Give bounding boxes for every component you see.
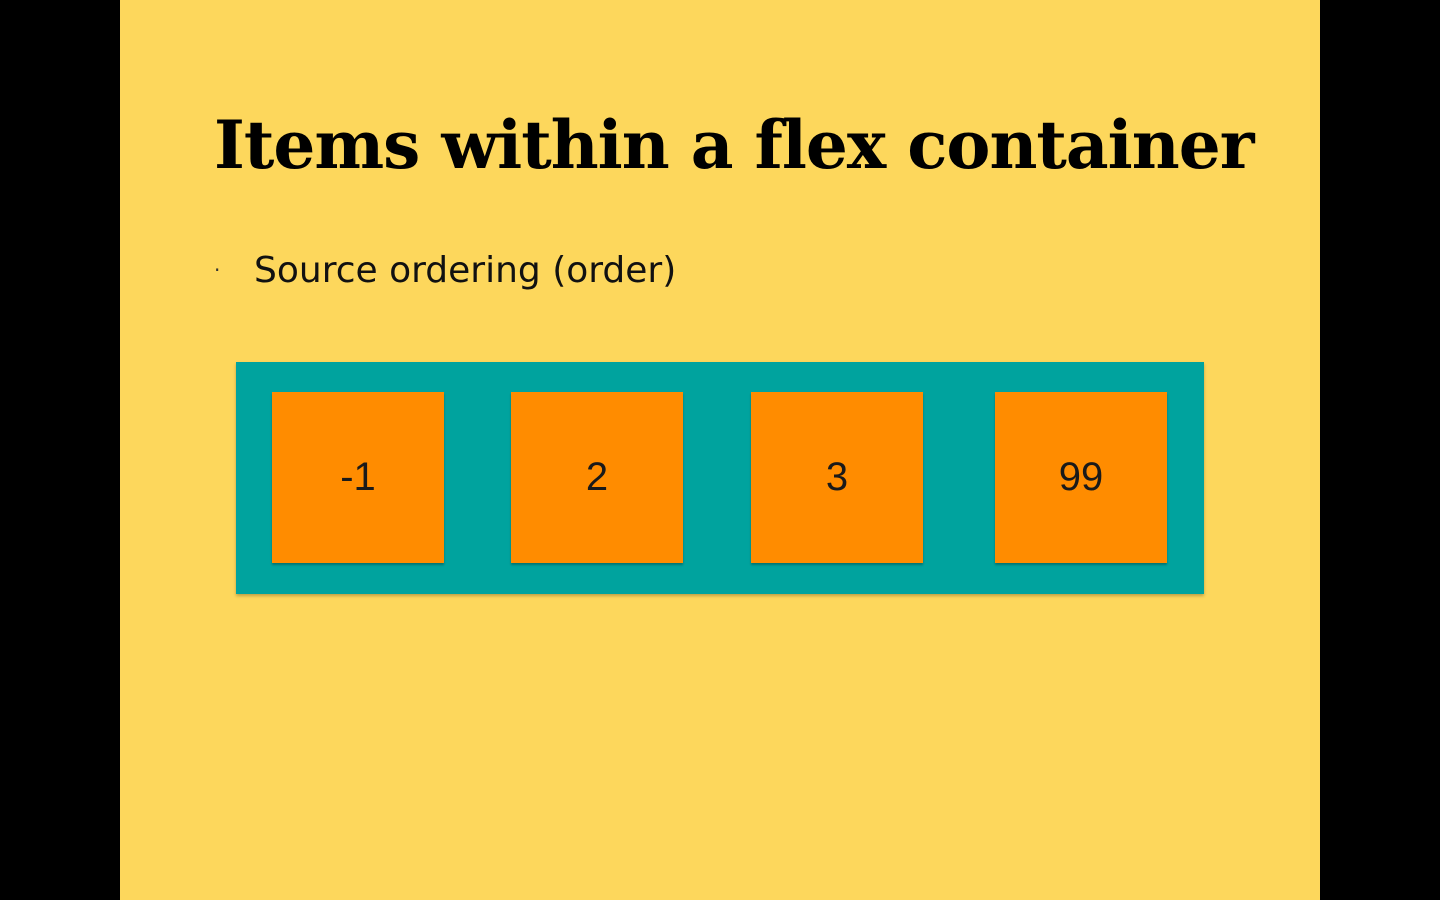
flex-item-order-2: 2 xyxy=(511,392,683,563)
slide-title: Items within a flex container xyxy=(214,106,1255,184)
bullet-dot-icon: · xyxy=(214,258,221,282)
bullet-item: · Source ordering (order) xyxy=(214,246,676,294)
flex-item-order-3: 3 xyxy=(751,392,923,563)
flex-item-order-minus-1: -1 xyxy=(272,392,444,563)
slide: Items within a flex container · Source o… xyxy=(120,0,1320,900)
flex-item-order-99: 99 xyxy=(995,392,1167,563)
bullet-text: Source ordering (order) xyxy=(254,249,677,291)
flex-container-demo: -1 2 3 99 xyxy=(236,362,1204,594)
bullet-list: · Source ordering (order) xyxy=(214,246,676,294)
